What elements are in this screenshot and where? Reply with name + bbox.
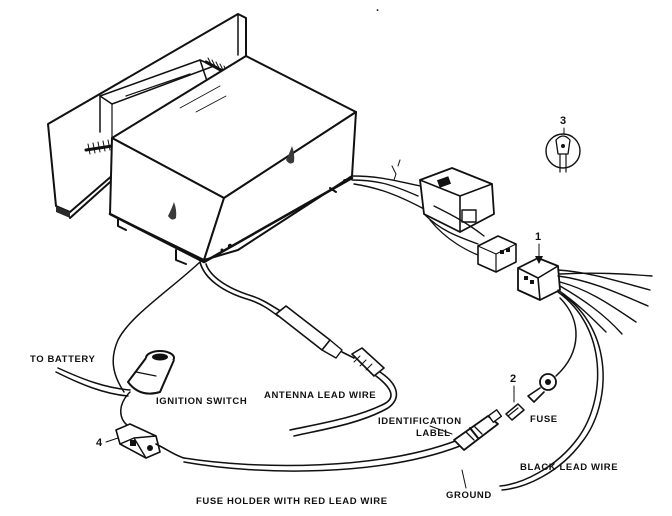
label-identification: IDENTIFICATION	[378, 416, 462, 427]
ignition-switch	[55, 350, 175, 427]
callout-4: 4	[96, 437, 103, 449]
fuse-holder	[112, 261, 503, 472]
callout-3: 3	[560, 115, 566, 127]
label-label: LABEL	[416, 428, 451, 439]
label-antenna-lead-wire: ANTENNA LEAD WIRE	[264, 390, 376, 401]
label-ignition-switch: IGNITION SWITCH	[156, 396, 247, 407]
radio-unit	[108, 55, 357, 265]
callouts: 1 2 3 4 ·	[96, 5, 566, 449]
fuse-holder-clip	[115, 423, 185, 459]
antenna-lead-wire	[199, 261, 398, 437]
callout-2: 2	[510, 373, 516, 385]
wiring-harness	[351, 165, 517, 273]
label-to-battery: TO BATTERY	[30, 354, 96, 365]
wire-tap-clip	[545, 133, 581, 173]
label-fuse-holder: FUSE HOLDER WITH RED LEAD WIRE	[196, 496, 388, 507]
label-black-lead-wire: BLACK LEAD WIRE	[520, 462, 618, 473]
label-fuse: FUSE	[530, 414, 558, 425]
fuse	[505, 403, 525, 421]
label-ground: GROUND	[446, 490, 492, 501]
labels: TO BATTERY IGNITION SWITCH ANTENNA LEAD …	[30, 354, 618, 507]
callout-1: 1	[535, 231, 541, 243]
multi-pin-connector	[517, 257, 653, 335]
ground-terminal	[499, 291, 604, 491]
stray-mark: ·	[376, 5, 380, 17]
